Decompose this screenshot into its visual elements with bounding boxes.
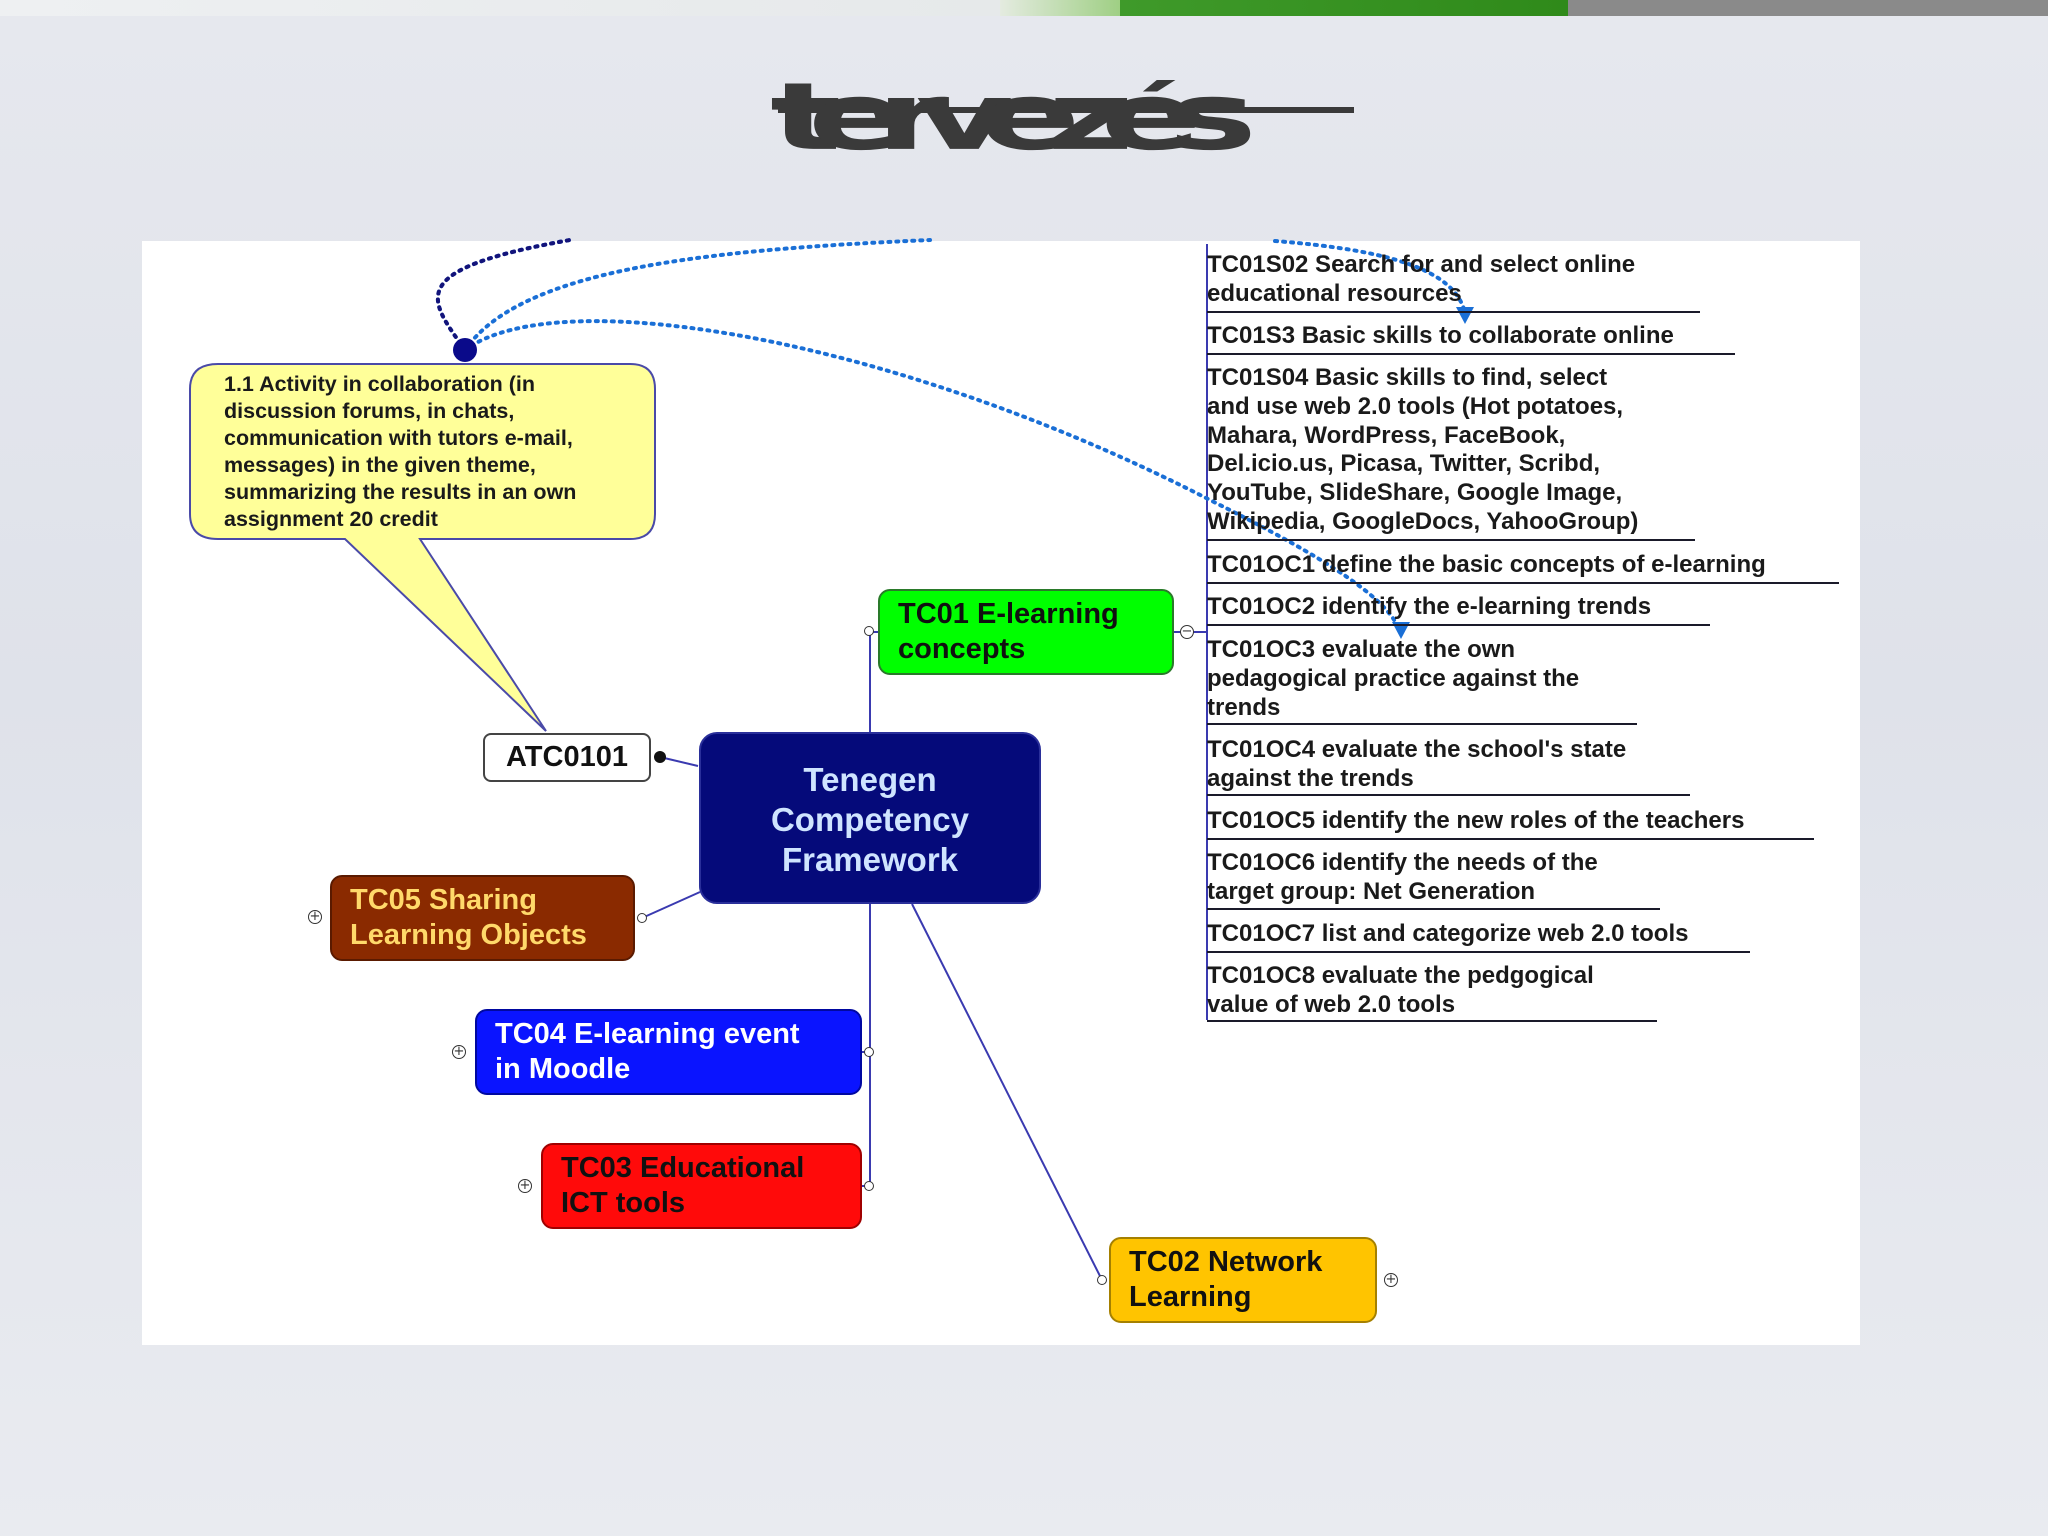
leaf-line: Del.icio.us, Picasa, Twitter, Scribd, — [1207, 450, 1601, 478]
callout-line: discussion forums, in chats, — [224, 399, 515, 423]
leaf-line: against the trends — [1207, 764, 1414, 792]
tc02-line: Learning — [1129, 1281, 1252, 1313]
leaf-topic[interactable]: TC01OC8 evaluate the pedgogical value of… — [1207, 962, 1594, 1020]
tc01-line: concepts — [898, 633, 1026, 665]
callout-line: assignment 20 credit — [224, 507, 438, 531]
leaf-line: pedagogical practice against the — [1207, 664, 1580, 692]
top-accent-bar — [0, 0, 2048, 16]
connector-dot-icon — [1097, 1275, 1107, 1285]
connector-dot-icon — [864, 626, 874, 636]
connector-dot-icon — [864, 1047, 874, 1057]
tc05-node[interactable]: TC05 Sharing Learning Objects — [330, 875, 635, 961]
leaf-underline — [1207, 311, 1700, 313]
leaf-topic[interactable]: TC01OC4 evaluate the school's state agai… — [1207, 736, 1626, 794]
leaf-topic[interactable]: TC01OC7 list and categorize web 2.0 tool… — [1207, 920, 1688, 949]
leaf-underline — [1207, 539, 1695, 541]
leaf-line: TC01OC8 evaluate the pedgogical — [1207, 962, 1594, 989]
tc03-node[interactable]: TC03 Educational ICT tools — [541, 1143, 862, 1229]
slide-title: tervezés — [770, 80, 1257, 155]
leaf-underline — [1207, 723, 1637, 725]
leaf-topic[interactable]: TC01S04 Basic skills to find, select and… — [1207, 364, 1638, 537]
leaf-topic[interactable]: TC01OC6 identify the needs of the target… — [1207, 849, 1598, 907]
leaf-line: value of web 2.0 tools — [1207, 990, 1456, 1018]
leaf-underline — [1207, 1020, 1657, 1022]
leaf-underline — [1207, 582, 1839, 584]
leaf-line: TC01OC3 evaluate the own — [1207, 636, 1516, 663]
connector-dot-icon — [637, 913, 647, 923]
leaf-line: TC01OC2 identify the e-learning trends — [1207, 593, 1652, 620]
leaf-line: educational resources — [1207, 279, 1462, 307]
leaf-line: trends — [1207, 693, 1281, 721]
leaf-line: TC01S04 Basic skills to find, select — [1207, 364, 1608, 391]
callout-line: communication with tutors e-mail, — [224, 426, 573, 450]
leaf-line: TC01S02 Search for and select online — [1207, 251, 1636, 278]
collapse-icon[interactable]: − — [1180, 624, 1194, 639]
activity-callout: 1.1 Activity in collaboration (in discus… — [224, 371, 644, 533]
leaf-line: TC01OC1 define the basic concepts of e-l… — [1207, 551, 1766, 578]
leaf-line: TC01OC6 identify the needs of the — [1207, 849, 1598, 876]
tc03-line: TC03 Educational — [561, 1152, 805, 1184]
leaf-underline — [1207, 951, 1750, 953]
title-underline — [778, 107, 1354, 113]
tc05-line: Learning Objects — [350, 919, 587, 951]
leaf-topic[interactable]: TC01OC5 identify the new roles of the te… — [1207, 807, 1744, 836]
leaf-line: YouTube, SlideShare, Google Image, — [1207, 479, 1623, 507]
leaf-line: TC01S3 Basic skills to collaborate onlin… — [1207, 322, 1674, 349]
leaf-topic[interactable]: TC01OC1 define the basic concepts of e-l… — [1207, 551, 1766, 580]
leaf-line: TC01OC4 evaluate the school's state — [1207, 736, 1627, 763]
leaf-line: Mahara, WordPress, FaceBook, — [1207, 421, 1566, 449]
leaf-line: and use web 2.0 tools (Hot potatoes, — [1207, 392, 1624, 420]
tc03-line: ICT tools — [561, 1187, 686, 1219]
leaf-topic[interactable]: TC01S3 Basic skills to collaborate onlin… — [1207, 322, 1674, 351]
tc02-line: TC02 Network — [1129, 1246, 1323, 1278]
callout-line: messages) in the given theme, — [224, 453, 536, 477]
expand-icon[interactable]: + — [518, 1178, 532, 1193]
atc0101-node[interactable]: ATC0101 — [483, 733, 651, 782]
leaf-underline — [1207, 908, 1660, 910]
leaf-line: target group: Net Generation — [1207, 877, 1536, 905]
central-line: Competency — [770, 801, 970, 838]
tc04-line: TC04 E-learning event — [495, 1018, 800, 1050]
expand-icon[interactable]: + — [1384, 1272, 1398, 1287]
leaf-underline — [1207, 624, 1710, 626]
leaf-topic[interactable]: TC01OC3 evaluate the own pedagogical pra… — [1207, 636, 1579, 722]
tc05-line: TC05 Sharing — [350, 884, 537, 916]
callout-line: 1.1 Activity in collaboration (in — [224, 372, 536, 396]
leaf-line: TC01OC7 list and categorize web 2.0 tool… — [1207, 920, 1689, 947]
connector-dot-icon — [864, 1181, 874, 1191]
expand-icon[interactable]: + — [452, 1044, 466, 1059]
leaf-underline — [1207, 353, 1735, 355]
expand-icon[interactable]: + — [308, 909, 322, 924]
tc02-node[interactable]: TC02 Network Learning — [1109, 1237, 1377, 1323]
leaf-topic[interactable]: TC01S02 Search for and select online edu… — [1207, 251, 1635, 309]
tc04-line: in Moodle — [495, 1053, 631, 1085]
leaf-line: Wikipedia, GoogleDocs, YahooGroup) — [1207, 507, 1639, 535]
leaf-underline — [1207, 794, 1690, 796]
central-line: Framework — [781, 841, 959, 878]
tc04-node[interactable]: TC04 E-learning event in Moodle — [475, 1009, 862, 1095]
central-line: Tenegen — [803, 761, 937, 798]
tc01-line: TC01 E-learning — [898, 598, 1119, 630]
callout-line: summarizing the results in an own — [224, 480, 577, 504]
leaf-topic[interactable]: TC01OC2 identify the e-learning trends — [1207, 593, 1651, 622]
leaf-line: TC01OC5 identify the new roles of the te… — [1207, 807, 1745, 834]
callout-balloon — [189, 363, 656, 732]
leaf-underline — [1207, 838, 1814, 840]
tc01-node[interactable]: TC01 E-learning concepts — [878, 589, 1174, 675]
central-topic-node[interactable]: Tenegen Competency Framework — [699, 732, 1041, 904]
